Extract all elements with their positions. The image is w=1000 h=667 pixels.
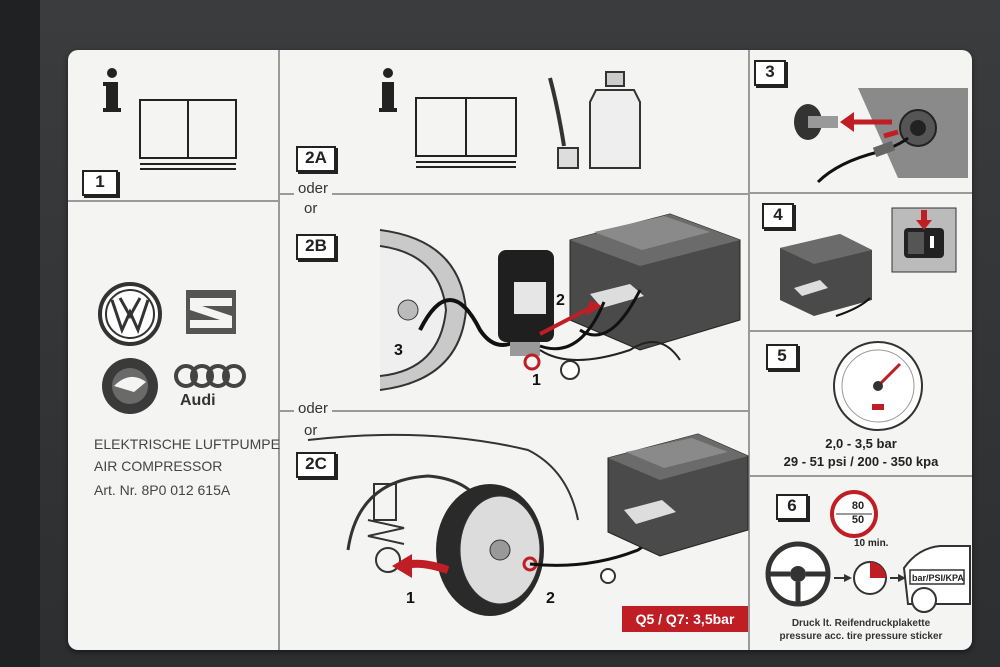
article-number: Art. Nr. 8P0 012 615A	[94, 482, 231, 498]
step-4-label: 4	[762, 203, 794, 229]
illustration-6-check-pressure	[765, 490, 971, 613]
compressor-4-icon	[780, 234, 872, 316]
timer-icon	[853, 561, 887, 595]
divider-h1	[68, 200, 278, 202]
step-6-label: 6	[776, 494, 808, 520]
callout-2c-2: 2	[546, 590, 555, 607]
divider-v1	[278, 50, 280, 650]
power-plug-icon	[794, 104, 838, 140]
divider-h4	[750, 192, 972, 194]
callout-2b-1: 1	[532, 372, 541, 389]
step-1-label: 1	[82, 170, 118, 196]
illustration-4-power-switch	[780, 207, 957, 317]
speed-limit-50: 50	[851, 514, 865, 526]
or-label-2: or	[304, 422, 318, 439]
tire-pressure-unit-label: bar/PSI/KPA	[912, 573, 964, 583]
manual-icon-panel1	[103, 68, 237, 170]
sealant-canister-icon	[498, 250, 554, 356]
pressure-range-bar: 2,0 - 3,5 bar	[825, 436, 897, 451]
step-2a-label: 2A	[296, 146, 336, 172]
suspension-strut-icon	[367, 483, 405, 573]
divider-h5	[750, 330, 972, 332]
audi-rings-icon	[174, 364, 246, 388]
skoda-logo-icon	[102, 358, 158, 414]
brand-logos	[98, 282, 246, 414]
divider-h2	[280, 193, 748, 195]
wait-time-label: 10 min.	[854, 538, 889, 549]
wheel-2b-icon	[379, 229, 468, 391]
car-rear-icon	[902, 545, 971, 613]
instruction-sticker: 1 2A 2B 2C 3 4 5 6 oder or oder or	[68, 50, 972, 650]
sealant-bottle-icon	[548, 71, 641, 169]
q5-q7-pressure-badge: Q5 / Q7: 3,5bar	[622, 606, 748, 632]
steering-wheel-icon	[765, 541, 831, 607]
speed-limit-80: 80	[851, 500, 865, 512]
audi-wordmark: Audi	[180, 392, 216, 409]
wheel-2c-icon	[436, 484, 544, 616]
manual-and-sealant-icon	[379, 68, 641, 169]
photo-edge	[0, 0, 40, 667]
vw-logo-icon	[98, 282, 162, 346]
or-label-1: or	[304, 200, 318, 217]
divider-v2	[748, 50, 750, 650]
pressure-gauge-icon	[833, 341, 923, 431]
divider-h3	[280, 410, 748, 412]
step-2b-label: 2B	[296, 234, 336, 260]
illustration-2b-sealant-fill	[379, 213, 741, 391]
divider-h6	[750, 475, 972, 477]
oder-label-1: oder	[294, 180, 333, 197]
oder-label-2: oder	[294, 400, 333, 417]
speed-limit-sign-icon	[830, 490, 878, 538]
pressure-range-psi-kpa: 29 - 51 psi / 200 - 350 kpa	[783, 454, 939, 469]
illustration-3-power-socket	[794, 88, 968, 184]
compressor-2c-icon	[607, 433, 749, 557]
callout-2b-3: 3	[394, 342, 403, 359]
callout-2b-2: 2	[556, 292, 565, 309]
step-2c-label: 2C	[296, 452, 336, 478]
callout-2c-1: 1	[406, 590, 415, 607]
product-name-en: AIR COMPRESSOR	[94, 458, 223, 474]
step-3-label: 3	[754, 60, 786, 86]
seat-logo-icon	[186, 290, 236, 334]
compressor-2b-icon	[569, 213, 741, 351]
step6-note-de: Druck lt. Reifendruckplakette	[791, 618, 931, 629]
power-switch-icon	[904, 228, 944, 258]
step-5-label: 5	[766, 344, 798, 370]
illustration-2c-wheel-inflate	[307, 433, 749, 616]
step6-note-en: pressure acc. tire pressure sticker	[779, 631, 943, 642]
product-name-de: ELEKTRISCHE LUFTPUMPE	[94, 436, 280, 452]
